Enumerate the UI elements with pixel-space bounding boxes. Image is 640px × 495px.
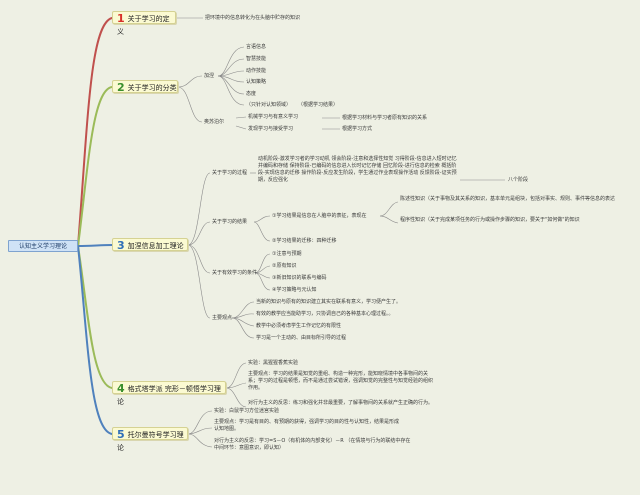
root-node[interactable]: 认知主义学习理论 xyxy=(8,240,78,252)
gagne-note-cognitive-domain: （只针对认知领域） xyxy=(246,102,292,108)
topic-1-number: 1 xyxy=(117,12,125,25)
gagne-item-motor[interactable]: 动作技能 xyxy=(246,68,267,74)
process-eight-stages-text: 动机阶段-激发学习者的学习动机 领会阶段-注意和选择性知觉 习得阶段-信息进入短… xyxy=(258,156,457,183)
gagne-item-attitude[interactable]: 态度 xyxy=(246,91,257,97)
result-item-transfer[interactable]: ②学习结果的迁移：四种迁移 xyxy=(272,238,337,244)
gagne-node[interactable]: 加涅 xyxy=(204,73,215,79)
branch-4-connector xyxy=(77,245,113,389)
process-node[interactable]: 关于学习的过程 xyxy=(212,170,248,176)
gestalt-experiment: 实验：黑猩猩香蕉实验 xyxy=(248,360,299,366)
topic-2-number: 2 xyxy=(117,81,125,94)
ausubel-node[interactable]: 奥苏泊尔 xyxy=(204,119,225,125)
result-item-representation[interactable]: ①学习结果是信息在人脑中的表征，表现在 xyxy=(272,213,367,219)
main-point-3: 教学中必须考虑学生工作记忆的有限性 xyxy=(256,323,342,329)
condition-item-prior-knowledge[interactable]: ②原有知识 xyxy=(272,263,297,269)
topic-3-label: 加涅信息加工理论 xyxy=(127,242,184,250)
main-point-2: 有效的教学应当能助学习，只协调自己的各种基本心理过程。。 xyxy=(256,311,394,317)
topic-5-label: 托尔曼符号学习理论 xyxy=(117,431,184,452)
ausubel-note-relation: 根据学习材料与学习者原有知识的关系 xyxy=(342,115,428,121)
topic-4-number: 4 xyxy=(117,382,125,395)
condition-item-attention[interactable]: ①注意与预期 xyxy=(272,251,302,257)
gagne-item-cognitive[interactable]: 认知策略 xyxy=(246,79,267,85)
main-point-1: 当新的知识与原有的知识建立其实在联系有意义，学习便产生了。 xyxy=(256,299,402,305)
ausubel-item-discovery[interactable]: 发现学习与接受学习 xyxy=(248,126,294,132)
ausubel-note-method: 根据学习方式 xyxy=(342,126,373,132)
process-side-label: 八个阶段 xyxy=(508,177,529,183)
condition-item-metacognition[interactable]: ④学习策略与元认知 xyxy=(272,287,317,293)
tolman-main-points: 主要观点：学习是有目的、有预期的获得，强调学习的目的性与认知性，结果是形成认知地… xyxy=(214,419,400,432)
topic-5-number: 5 xyxy=(117,428,125,441)
gestalt-main-points: 主要观点：学习的结果是知觉的重组、构造一种完形，能知晓情境中各事物间的关系；学习… xyxy=(248,371,434,391)
gestalt-reflection: 对行为主义的反思：练习和强化并非最重要，了解事物间的关系就产生正确的行为。 xyxy=(248,400,434,406)
branch-5-connector xyxy=(77,245,113,435)
ausubel-item-meaningful[interactable]: 机械学习与有意义学习 xyxy=(248,114,299,120)
main-points-node[interactable]: 主要观点 xyxy=(212,315,233,321)
branch-2-connector xyxy=(77,86,113,247)
result-node[interactable]: 关于学习的结果 xyxy=(212,219,248,225)
branch-1-connector xyxy=(77,17,113,247)
tolman-experiment: 实验：白鼠学习方位迷宫实验 xyxy=(214,408,280,414)
topic-3-number: 3 xyxy=(117,239,125,252)
tolman-reflection: 对行为主义的反思：学习=S－O（有机体的内部变化）－R （在情境与行为的联结中存… xyxy=(214,438,411,451)
gagne-note-by-result: （根据学习结果） xyxy=(298,102,339,108)
condition-node[interactable]: 关于有效学习的条件 xyxy=(212,270,258,276)
topic-1-label: 关于学习的定义 xyxy=(117,15,170,36)
result-procedural-knowledge: 程序性知识（关于完成某项任务的行为或操作步骤的知识，要关于"如何做"的知识 xyxy=(400,217,580,223)
definition-text: 把环境中的信息转化为在头脑中贮存的知识 xyxy=(205,15,301,21)
branch-3-connector xyxy=(77,244,113,247)
topic-4-label: 格式塔学派 完形－顿悟学习理论 xyxy=(117,385,221,406)
gagne-item-verbal[interactable]: 言语信息 xyxy=(246,44,267,50)
condition-item-encoding[interactable]: ③新旧知识的联系与编码 xyxy=(272,275,327,281)
result-declarative-knowledge: 陈述性知识（关于事物及其关系的知识，基本单元是组块，包括对事实、规则、事件等信息… xyxy=(400,196,616,202)
main-point-4: 学习是一个主动的、由目标所引导的过程 xyxy=(256,335,347,341)
topic-2-label: 关于学习的分类 xyxy=(127,84,177,92)
gagne-item-intellectual[interactable]: 智慧技能 xyxy=(246,56,267,62)
